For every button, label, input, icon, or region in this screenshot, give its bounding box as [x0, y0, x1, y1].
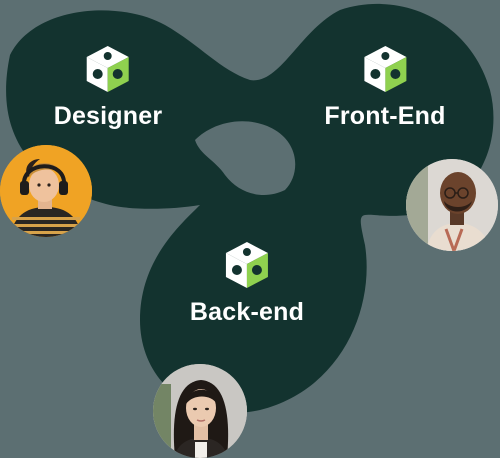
puzzle-cube-icon	[364, 46, 406, 92]
puzzle-cube-icon	[87, 46, 129, 92]
role-label-frontend: Front-End	[324, 102, 446, 130]
backend-avatar	[153, 364, 247, 458]
role-backend: Back-end	[190, 240, 304, 327]
frontend-avatar	[406, 159, 498, 251]
role-label-backend: Back-end	[189, 298, 305, 326]
puzzle-cube-icon	[225, 242, 268, 288]
designer-avatar	[0, 145, 92, 237]
role-frontend: Front-End	[324, 44, 445, 131]
role-designer: Designer	[54, 44, 163, 131]
role-label-designer: Designer	[53, 102, 163, 130]
